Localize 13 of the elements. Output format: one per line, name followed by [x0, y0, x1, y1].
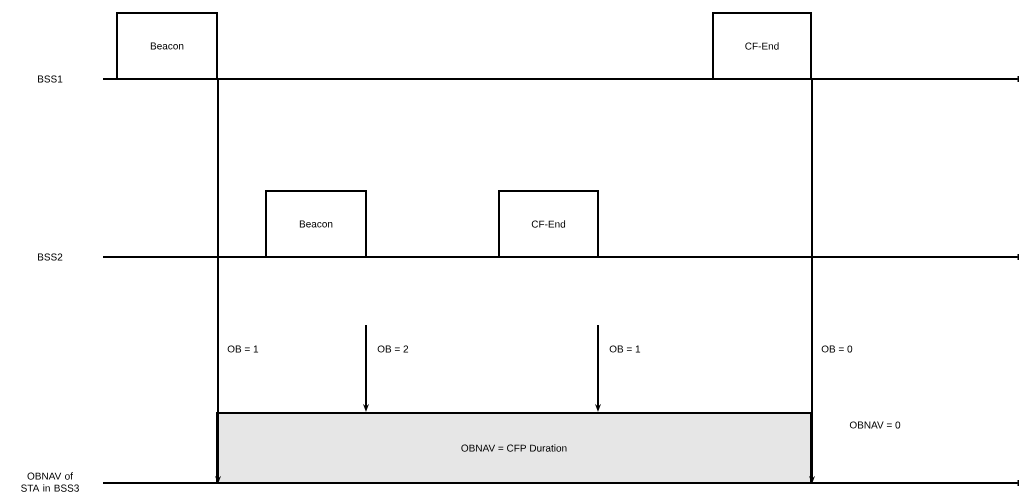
frame-box: Beacon — [265, 190, 367, 258]
frame-box: CF-End — [498, 190, 599, 258]
edge-label: OB = 2 — [377, 345, 409, 353]
frame-box: CF-End — [712, 12, 812, 80]
edge-label: OB = 1 — [227, 345, 259, 353]
axis-label: OBNAV = 0 — [849, 421, 901, 429]
frame-box: Beacon — [116, 12, 218, 80]
axis-label: OBNAV of STA in BSS3 — [21, 472, 79, 492]
edge-label: OB = 1 — [609, 345, 641, 353]
axis-label: BSS1 — [38, 75, 63, 83]
edge-label: OB = 0 — [821, 345, 853, 353]
axis-label: BSS2 — [38, 253, 63, 261]
shaded-interval: OBNAV = CFP Duration — [216, 412, 812, 484]
